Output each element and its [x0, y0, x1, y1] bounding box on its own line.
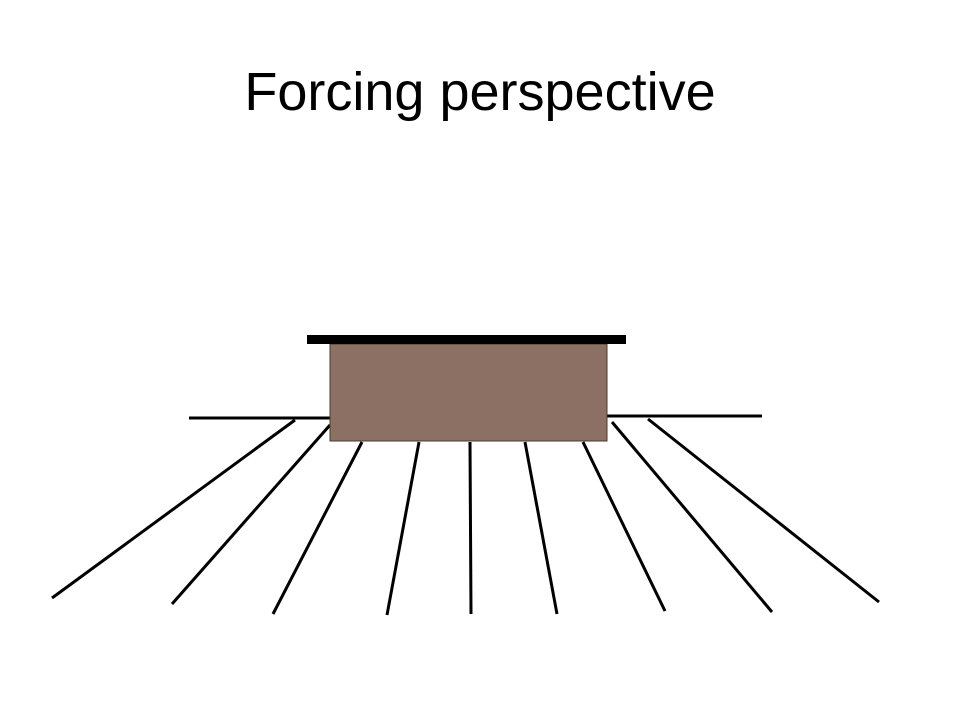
- box-top-bar: [307, 335, 626, 344]
- perspective-ray-1: [51, 418, 296, 600]
- brown-box: [329, 343, 608, 442]
- perspective-ray-4: [385, 441, 421, 616]
- perspective-ray-5: [468, 441, 473, 615]
- perspective-ray-9: [647, 417, 880, 604]
- perspective-ray-2: [170, 424, 332, 605]
- perspective-ray-8: [610, 421, 774, 613]
- perspective-ray-7: [581, 441, 667, 612]
- perspective-ray-3: [271, 441, 364, 615]
- slide-title: Forcing perspective: [244, 62, 716, 122]
- perspective-ray-6: [523, 441, 559, 615]
